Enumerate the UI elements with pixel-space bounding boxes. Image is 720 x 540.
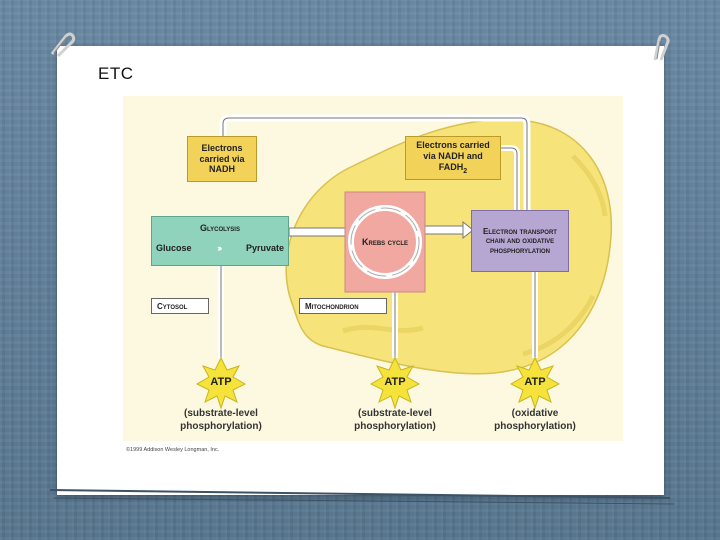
copyright-notice: ©1999 Addison Wesley Longman, Inc. bbox=[126, 447, 220, 453]
atp-starburst-1 bbox=[195, 356, 247, 410]
glycolysis-title: Glycolysis bbox=[200, 223, 240, 233]
slide-edge-bottom bbox=[49, 489, 675, 505]
cytosol-tag: Cytosol bbox=[151, 298, 209, 314]
cytosol-label: Cytosol bbox=[157, 301, 188, 311]
glycolysis-box: Glycolysis Glucose ››› Pyruvate bbox=[151, 216, 289, 266]
slide-curl-right bbox=[653, 34, 670, 61]
atp-caption-3: (oxidative phosphorylation) bbox=[494, 408, 576, 432]
electrons-nadh-label: Electrons carried via NADH bbox=[199, 142, 245, 175]
mitochondrion-cristae bbox=[342, 154, 608, 357]
etc-label: Electron transport chain and oxidative p… bbox=[483, 226, 557, 255]
atp-starburst-3 bbox=[509, 356, 561, 410]
arrow-glycolysis-to-krebs bbox=[288, 227, 350, 237]
electrons-nadh-fadh2-box: Electrons carried via NADH and FADH2 bbox=[405, 136, 501, 180]
electrons-fadh2-line3: FADH bbox=[438, 161, 464, 172]
atp-caption-1: (substrate-level phosphorylation) bbox=[180, 408, 262, 432]
slide-title: ETC bbox=[98, 64, 134, 83]
glycolysis-arrows-icon: ››› bbox=[217, 243, 222, 253]
electrons-fadh2-line1: Electrons carried bbox=[416, 140, 490, 151]
electrons-fadh2-line2: via NADH and bbox=[423, 150, 483, 161]
mitochondrion-label: Mitochondrion bbox=[305, 301, 359, 311]
electrons-nadh-box: Electrons carried via NADH bbox=[187, 136, 257, 182]
atp-caption-2: (substrate-level phosphorylation) bbox=[354, 408, 436, 432]
arrow-krebs-to-etc bbox=[422, 225, 466, 235]
atp-label-1: ATP bbox=[210, 376, 232, 388]
pyruvate-label: Pyruvate bbox=[245, 243, 284, 253]
glycolysis-row: Glucose ››› Pyruvate bbox=[152, 243, 288, 254]
krebs-cycle-label: Krebs cycle bbox=[361, 236, 408, 247]
atp-label-3: ATP bbox=[524, 376, 546, 388]
krebs-cycle-label-box: Krebs cycle bbox=[355, 228, 415, 256]
slide-curl-left bbox=[50, 32, 76, 58]
atp-starburst-2 bbox=[369, 356, 421, 410]
cellular-respiration-diagram: Electrons carried via NADH Electrons car… bbox=[123, 96, 623, 441]
etc-box: Electron transport chain and oxidative p… bbox=[471, 210, 569, 272]
fadh2-subscript: 2 bbox=[463, 167, 468, 175]
mitochondrion-tag: Mitochondrion bbox=[299, 298, 387, 314]
glucose-label: Glucose bbox=[156, 243, 192, 253]
atp-label-2: ATP bbox=[384, 376, 406, 388]
